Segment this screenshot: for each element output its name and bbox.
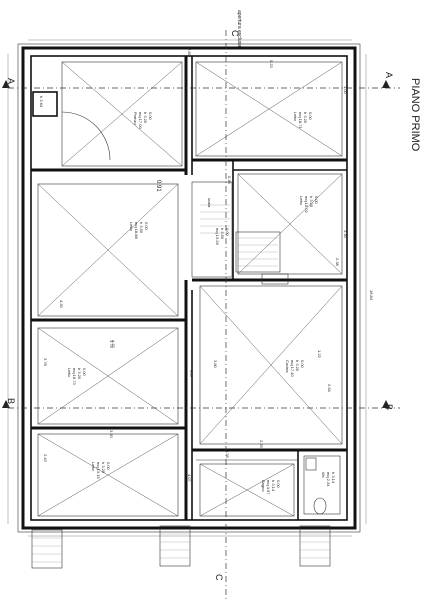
dim-d13: 3.30 — [343, 230, 348, 239]
room-bottom-mid-label: Bagno mq 4.57 h 3.14 0.00 — [261, 480, 281, 495]
room-bottom-left-height: h 3.20 — [101, 462, 106, 474]
room-bottom-right-area: mq 2.34 — [326, 472, 331, 487]
room-mid-left-name: Letto — [129, 222, 134, 232]
room-bottom-left-name: Letto — [91, 462, 96, 472]
top-note: apertura esclusa — [236, 10, 242, 47]
dim-d9: 3.78 — [43, 358, 48, 367]
room-low-left-name: Letto — [67, 368, 72, 378]
dim-overall-right: 16.84 — [369, 290, 374, 301]
room-bath-top-line: h 3.64 — [39, 96, 44, 108]
section-a-left: A — [6, 78, 16, 84]
room-bottom-mid-height: h 3.14 — [271, 480, 276, 492]
room-bottom-mid-level: 0.00 — [276, 480, 281, 489]
room-stair-area: mq 13.26 — [215, 228, 220, 245]
dim-d8: 2.43 — [43, 454, 48, 463]
room-mid-right-label: Letto mq 15.02 h 3.20 0.00 — [299, 196, 319, 213]
dim-d16: 5.23 — [269, 60, 274, 69]
dim-d18: 4.23 — [111, 340, 116, 349]
level-mark: 0.91 — [155, 180, 161, 192]
room-mid-right-area: mq 15.02 — [304, 196, 309, 213]
outer-walls — [17, 43, 361, 533]
dim-d7: 4.07 — [187, 474, 192, 483]
room-mid-left-level: 0.00 — [144, 222, 149, 231]
room-stair-name: scala — [207, 198, 212, 208]
section-a-right: A — [384, 72, 394, 78]
room-center-right-area: mq 17.40 — [290, 360, 295, 377]
room-top-mid-area: mq 17.00 — [138, 112, 143, 129]
exterior-piers — [31, 525, 331, 569]
room-center-right-height: h 3.20 — [295, 360, 300, 372]
room-top-right-label: Letto mq 18.71 h 3.20 0.00 — [293, 112, 313, 129]
room-bottom-mid-name: Bagno — [261, 480, 266, 492]
room-stair-label: scala mq 13.26 h 3.50 0.00 — [207, 198, 230, 245]
room-bottom-right-label: Wc mq 2.34 h 3.14 — [321, 472, 336, 487]
dim-d14: 2.38 — [335, 258, 340, 267]
room-low-left-level: 0.00 — [82, 368, 87, 377]
room-top-right-area: mq 18.71 — [298, 112, 303, 129]
room-center-right-level: 0.00 — [300, 360, 305, 369]
dim-d11: 0.38 — [227, 176, 232, 185]
room-low-left-height: h 3.20 — [77, 368, 82, 380]
room-mid-right-height: h 3.20 — [309, 196, 314, 208]
dim-d17: 1.22 — [317, 350, 322, 359]
room-top-mid-height: h 3.20 — [143, 112, 148, 124]
room-top-mid-level: 0.00 — [148, 112, 153, 121]
dim-overall-top: 12.80 — [187, 46, 192, 57]
dim-d12: 1.00 — [343, 86, 348, 95]
dim-d1: 4.30 — [59, 300, 64, 309]
room-bottom-left-level: 0.00 — [106, 462, 111, 471]
room-low-left-area: mq 16.73 — [72, 368, 77, 385]
dim-d15: 2.25 — [259, 440, 264, 449]
room-mid-left-area: mq 18.88 — [134, 222, 139, 239]
labels: PIANO PRIMO A A B B C C apertura esclusa… — [6, 10, 421, 581]
dim-d2: 3.75 — [109, 340, 114, 349]
room-top-right-level: 0.00 — [308, 112, 313, 121]
section-c-bottom: C — [214, 574, 224, 581]
room-mid-right-name: Letto — [299, 196, 304, 206]
room-bottom-right-height: h 3.14 — [331, 472, 336, 484]
dim-d10: 2.25 — [225, 450, 230, 459]
room-bottom-left-label: Letto mq 13.15 h 3.20 0.00 — [91, 462, 111, 479]
dimension-lines — [7, 39, 367, 537]
section-b-left: B — [6, 398, 16, 404]
room-center-right-name: Cucina — [285, 360, 290, 373]
room-labels: h 3.64 Pranzo mq 17.00 h 3.20 0.00 Letto… — [39, 96, 336, 495]
dim-d3: 3.80 — [213, 360, 218, 369]
room-top-right-name: Letto — [293, 112, 298, 122]
room-bottom-mid-area: mq 4.57 — [266, 480, 271, 495]
room-hatching — [37, 61, 343, 517]
room-bottom-right-name: Wc — [321, 472, 326, 478]
room-mid-left-height: h 3.50 — [139, 222, 144, 234]
wc-fixtures — [303, 455, 341, 515]
room-stair-height: h 3.50 — [220, 228, 225, 240]
stair — [191, 181, 289, 285]
dim-d4: 3.67 — [189, 370, 194, 379]
dim-d6: 3.20 — [109, 430, 114, 439]
room-top-mid-label: Pranzo mq 17.00 h 3.20 0.00 — [133, 112, 153, 129]
section-c-top: C — [230, 30, 240, 37]
dim-d5: 2.64 — [327, 384, 332, 393]
room-bottom-left-area: mq 13.15 — [96, 462, 101, 479]
room-low-left-label: Letto mq 16.73 h 3.20 0.00 — [67, 368, 87, 385]
room-mid-right-level: 0.00 — [314, 196, 319, 205]
interior-walls — [31, 56, 347, 520]
room-stair-level: 0.00 — [225, 228, 230, 237]
section-b-right: B — [384, 404, 394, 410]
room-top-right-height: h 3.20 — [303, 112, 308, 124]
room-center-right-label: Cucina mq 17.40 h 3.20 0.00 — [285, 360, 305, 377]
room-mid-left-label: Letto mq 18.88 h 3.50 0.00 — [129, 222, 149, 239]
plan-title: PIANO PRIMO — [409, 78, 421, 152]
room-top-mid-name: Pranzo — [133, 112, 138, 125]
